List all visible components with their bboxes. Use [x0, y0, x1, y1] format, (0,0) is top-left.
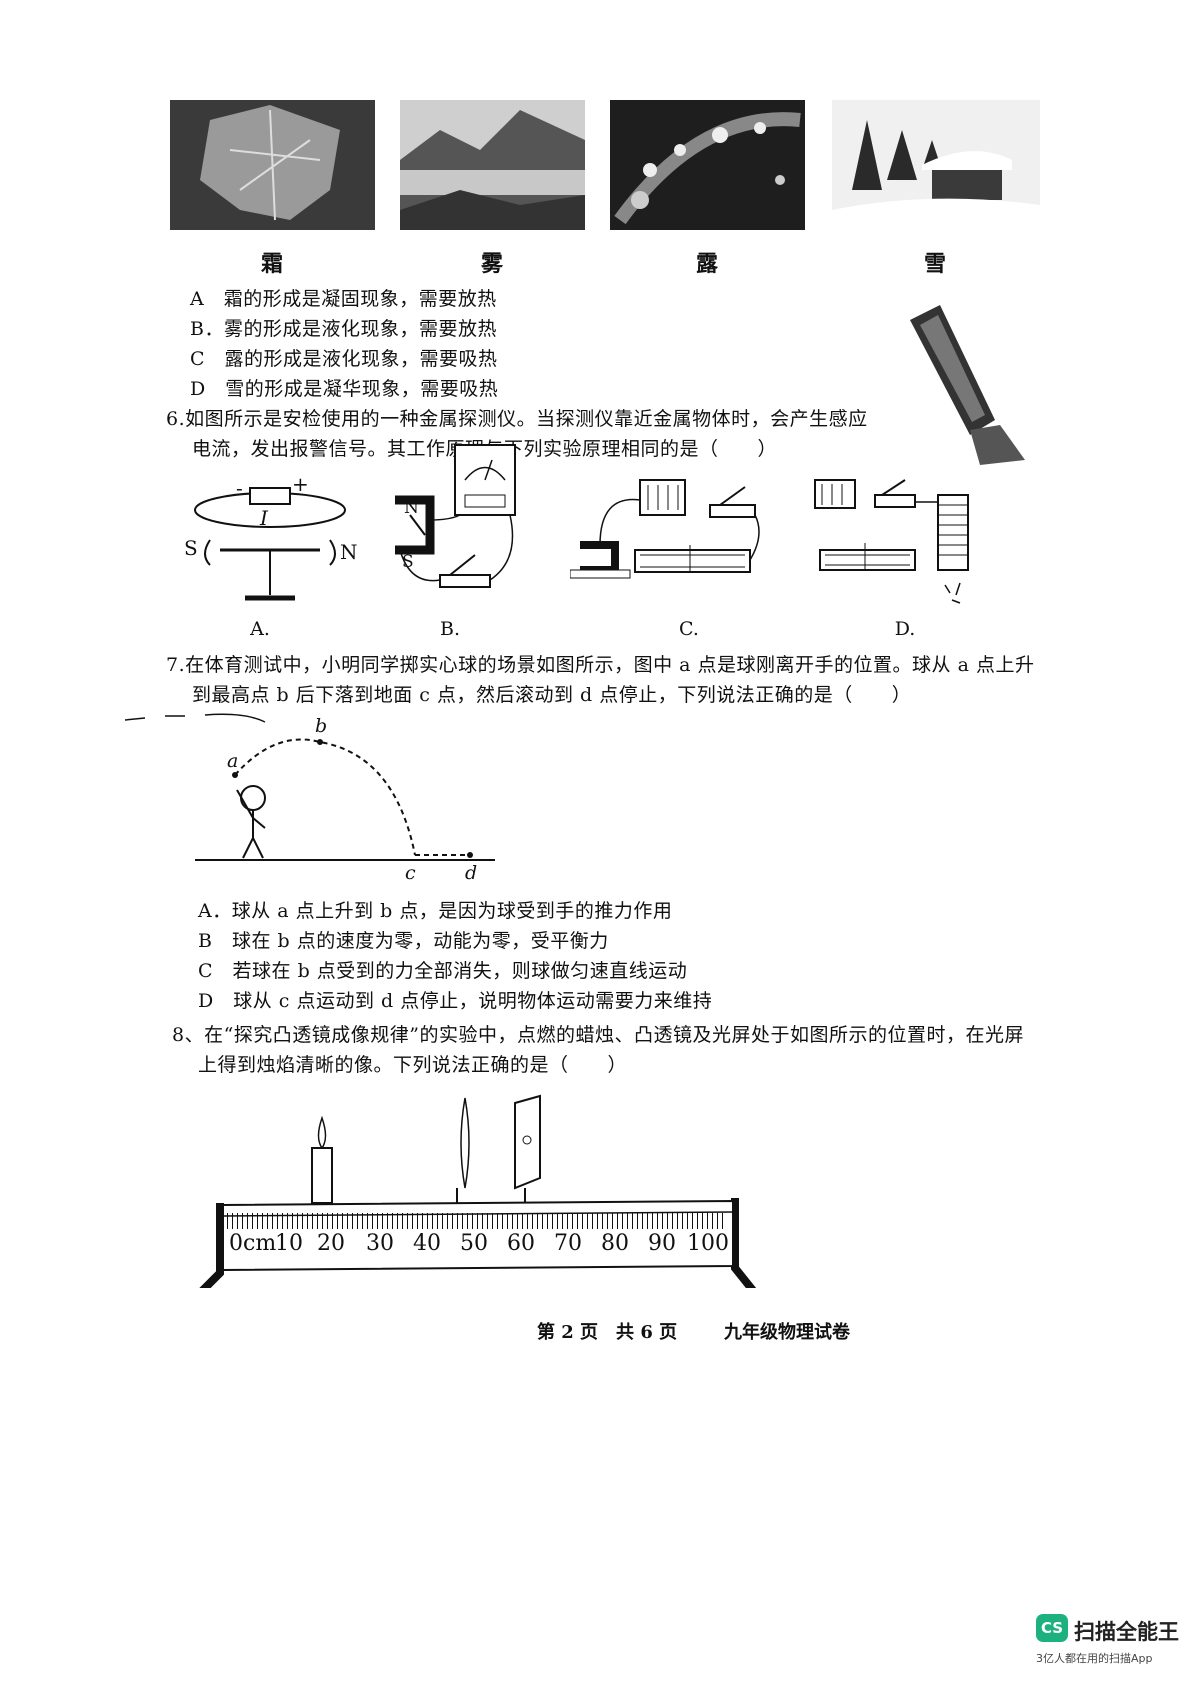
ruler-ticks — [227, 1213, 727, 1229]
ruler-label-40: 40 — [413, 1231, 441, 1256]
magnet-north-label: N — [404, 498, 419, 518]
scanner-badge-icon: CS — [1036, 1614, 1068, 1642]
current-label: I — [260, 506, 268, 530]
point-c-label: c — [405, 862, 416, 884]
ruler-label-30: 30 — [366, 1231, 394, 1256]
ruler-label-10: 10 — [275, 1231, 303, 1256]
snow-photo — [832, 100, 1040, 230]
point-d-label: d — [465, 862, 478, 884]
caption-fog: 雾 — [480, 251, 503, 277]
caption-snow: 雪 — [923, 251, 946, 277]
ruler-label-0: 0cm — [229, 1231, 277, 1256]
q7-ball-throw-figure: a b c d — [124, 710, 505, 884]
q6-stem-line1: 6.如图所示是安检使用的一种金属探测仪。当探测仪靠近金属物体时，会产生感应 — [166, 408, 868, 430]
q7-option-d: D 球从 c 点运动到 d 点停止，说明物体运动需要力来维持 — [198, 990, 713, 1012]
caption-dew: 露 — [695, 251, 718, 277]
q7-option-c: C 若球在 b 点受到的力全部消失，则球做匀速直线运动 — [198, 960, 688, 982]
q5-option-d: D 雪的形成是凝华现象，需要吸热 — [190, 378, 499, 400]
south-pole-label: S — [184, 536, 198, 560]
north-pole-label: N — [340, 540, 358, 564]
q6-figure-d — [810, 475, 980, 610]
magnet-south-label: S — [402, 552, 414, 572]
q7-option-b: B 球在 b 点的速度为零，动能为零，受平衡力 — [198, 930, 609, 952]
caption-frost: 霜 — [260, 251, 283, 277]
q8-optical-bench-figure: 0cm 10 20 30 40 50 60 70 80 90 100 — [195, 1088, 770, 1296]
q6-option-d-label: D. — [894, 618, 916, 640]
scanner-app-tagline: 3亿人都在用的扫描App — [1036, 1652, 1153, 1665]
ruler-label-50: 50 — [460, 1231, 488, 1256]
ruler-label-80: 80 — [601, 1231, 629, 1256]
exam-title: 九年级物理试卷 — [724, 1322, 850, 1343]
battery-minus-label: - — [236, 476, 243, 500]
scanner-app-name: 扫描全能王 — [1074, 1620, 1179, 1644]
q6-figure-b: N S — [380, 440, 530, 615]
q6-figure-c — [569, 475, 770, 600]
ruler-labels: 0cm 10 20 30 40 50 60 70 80 90 100 — [229, 1231, 729, 1261]
frost-photo — [170, 100, 375, 230]
q6-option-c-label: C. — [679, 618, 699, 640]
q6-option-a-label: A. — [250, 618, 270, 640]
ruler-label-20: 20 — [317, 1231, 345, 1256]
q5-option-a: A 霜的形成是凝固现象，需要放热 — [190, 288, 497, 310]
ruler-label-90: 90 — [648, 1231, 676, 1256]
q8-stem-line2: 上得到烛焰清晰的像。下列说法正确的是（ ） — [198, 1054, 628, 1076]
ruler-label-60: 60 — [507, 1231, 535, 1256]
q7-option-a: A．球从 a 点上升到 b 点，是因为球受到手的推力作用 — [198, 900, 673, 922]
ruler-label-100: 100 — [687, 1231, 729, 1256]
q7-stem-line1: 7.在体育测试中，小明同学掷实心球的场景如图所示，图中 a 点是球刚离开手的位置… — [166, 654, 1035, 676]
q6-figure-a: - + I S N — [180, 470, 360, 615]
q7-stem-line2: 到最高点 b 后下落到地面 c 点，然后滚动到 d 点停止，下列说法正确的是（ … — [192, 684, 912, 706]
point-a-label: a — [227, 750, 239, 772]
q6-option-b-label: B. — [439, 618, 460, 640]
q8-stem-line1: 8、在“探究凸透镜成像规律”的实验中，点燃的蜡烛、凸透镜及光屏处于如图所示的位置… — [172, 1024, 1025, 1046]
dew-photo — [610, 100, 805, 230]
q5-option-c: C 露的形成是液化现象，需要吸热 — [190, 348, 498, 370]
battery-plus-label: + — [292, 472, 309, 496]
page-number: 第 2 页 共 6 页 — [537, 1322, 678, 1343]
q5-option-b: B．雾的形成是液化现象，需要放热 — [190, 318, 497, 340]
scanner-app-logo: CS 扫描全能王 3亿人都在用的扫描App — [1036, 1614, 1186, 1680]
metal-detector-photo — [900, 300, 1030, 470]
fog-photo — [400, 100, 585, 230]
point-b-label: b — [315, 715, 328, 737]
ruler-label-70: 70 — [554, 1231, 582, 1256]
